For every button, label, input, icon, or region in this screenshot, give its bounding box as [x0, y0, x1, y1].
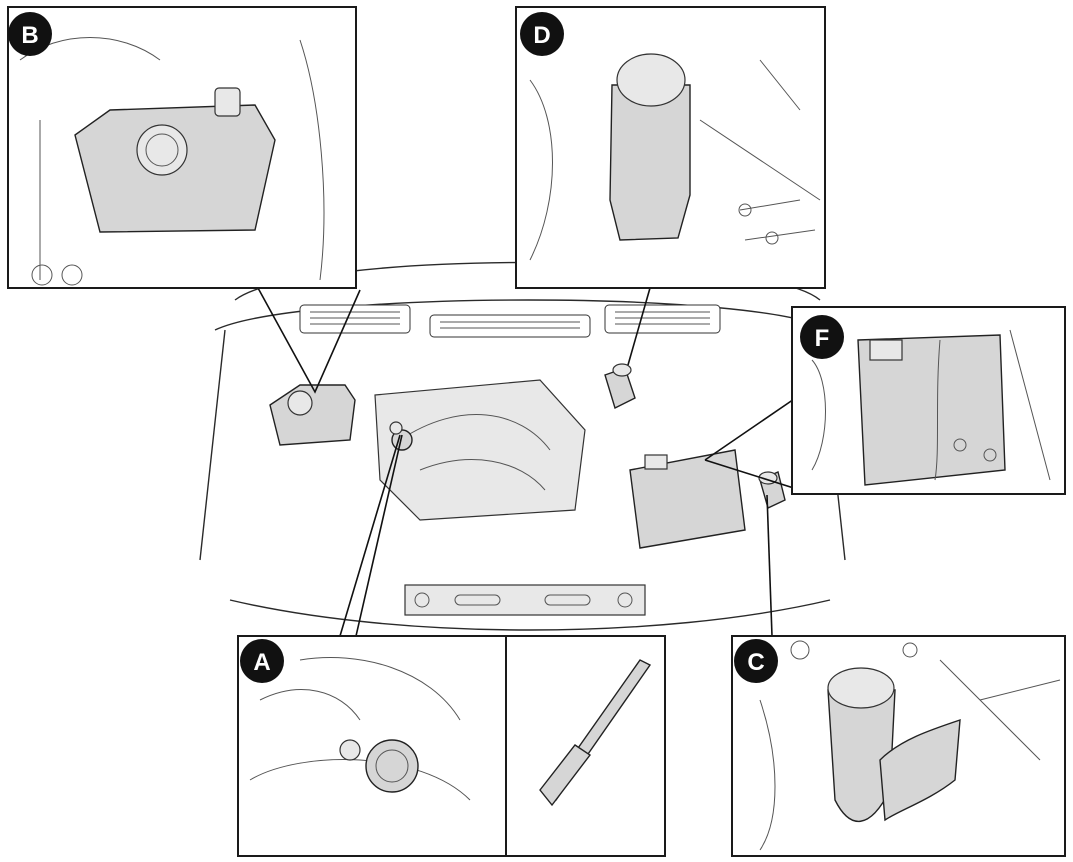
engine-bay	[199, 261, 846, 631]
inset-b-coolant-tank: B	[7, 6, 357, 289]
label-b: B	[21, 22, 38, 49]
label-c: C	[747, 649, 764, 676]
cowl-grille	[299, 304, 721, 338]
inset-c-washer-fluid-reservoir: C	[731, 635, 1066, 857]
label-a: A	[253, 649, 270, 676]
label-f: F	[815, 325, 830, 352]
engine-cover	[374, 379, 586, 521]
coolant-tank	[269, 384, 356, 446]
battery	[629, 449, 746, 549]
front-crossmember	[404, 584, 646, 616]
leader-lines	[257, 287, 801, 637]
inset-f-battery: F	[791, 306, 1066, 495]
label-d: D	[533, 22, 550, 49]
inset-d-brake-fluid-reservoir: D	[515, 6, 826, 289]
oil-dipstick	[539, 659, 652, 807]
brake-fluid-reservoir	[604, 363, 636, 409]
washer-fluid-reservoir	[758, 471, 786, 509]
inset-a-engine-oil: A	[237, 635, 666, 857]
